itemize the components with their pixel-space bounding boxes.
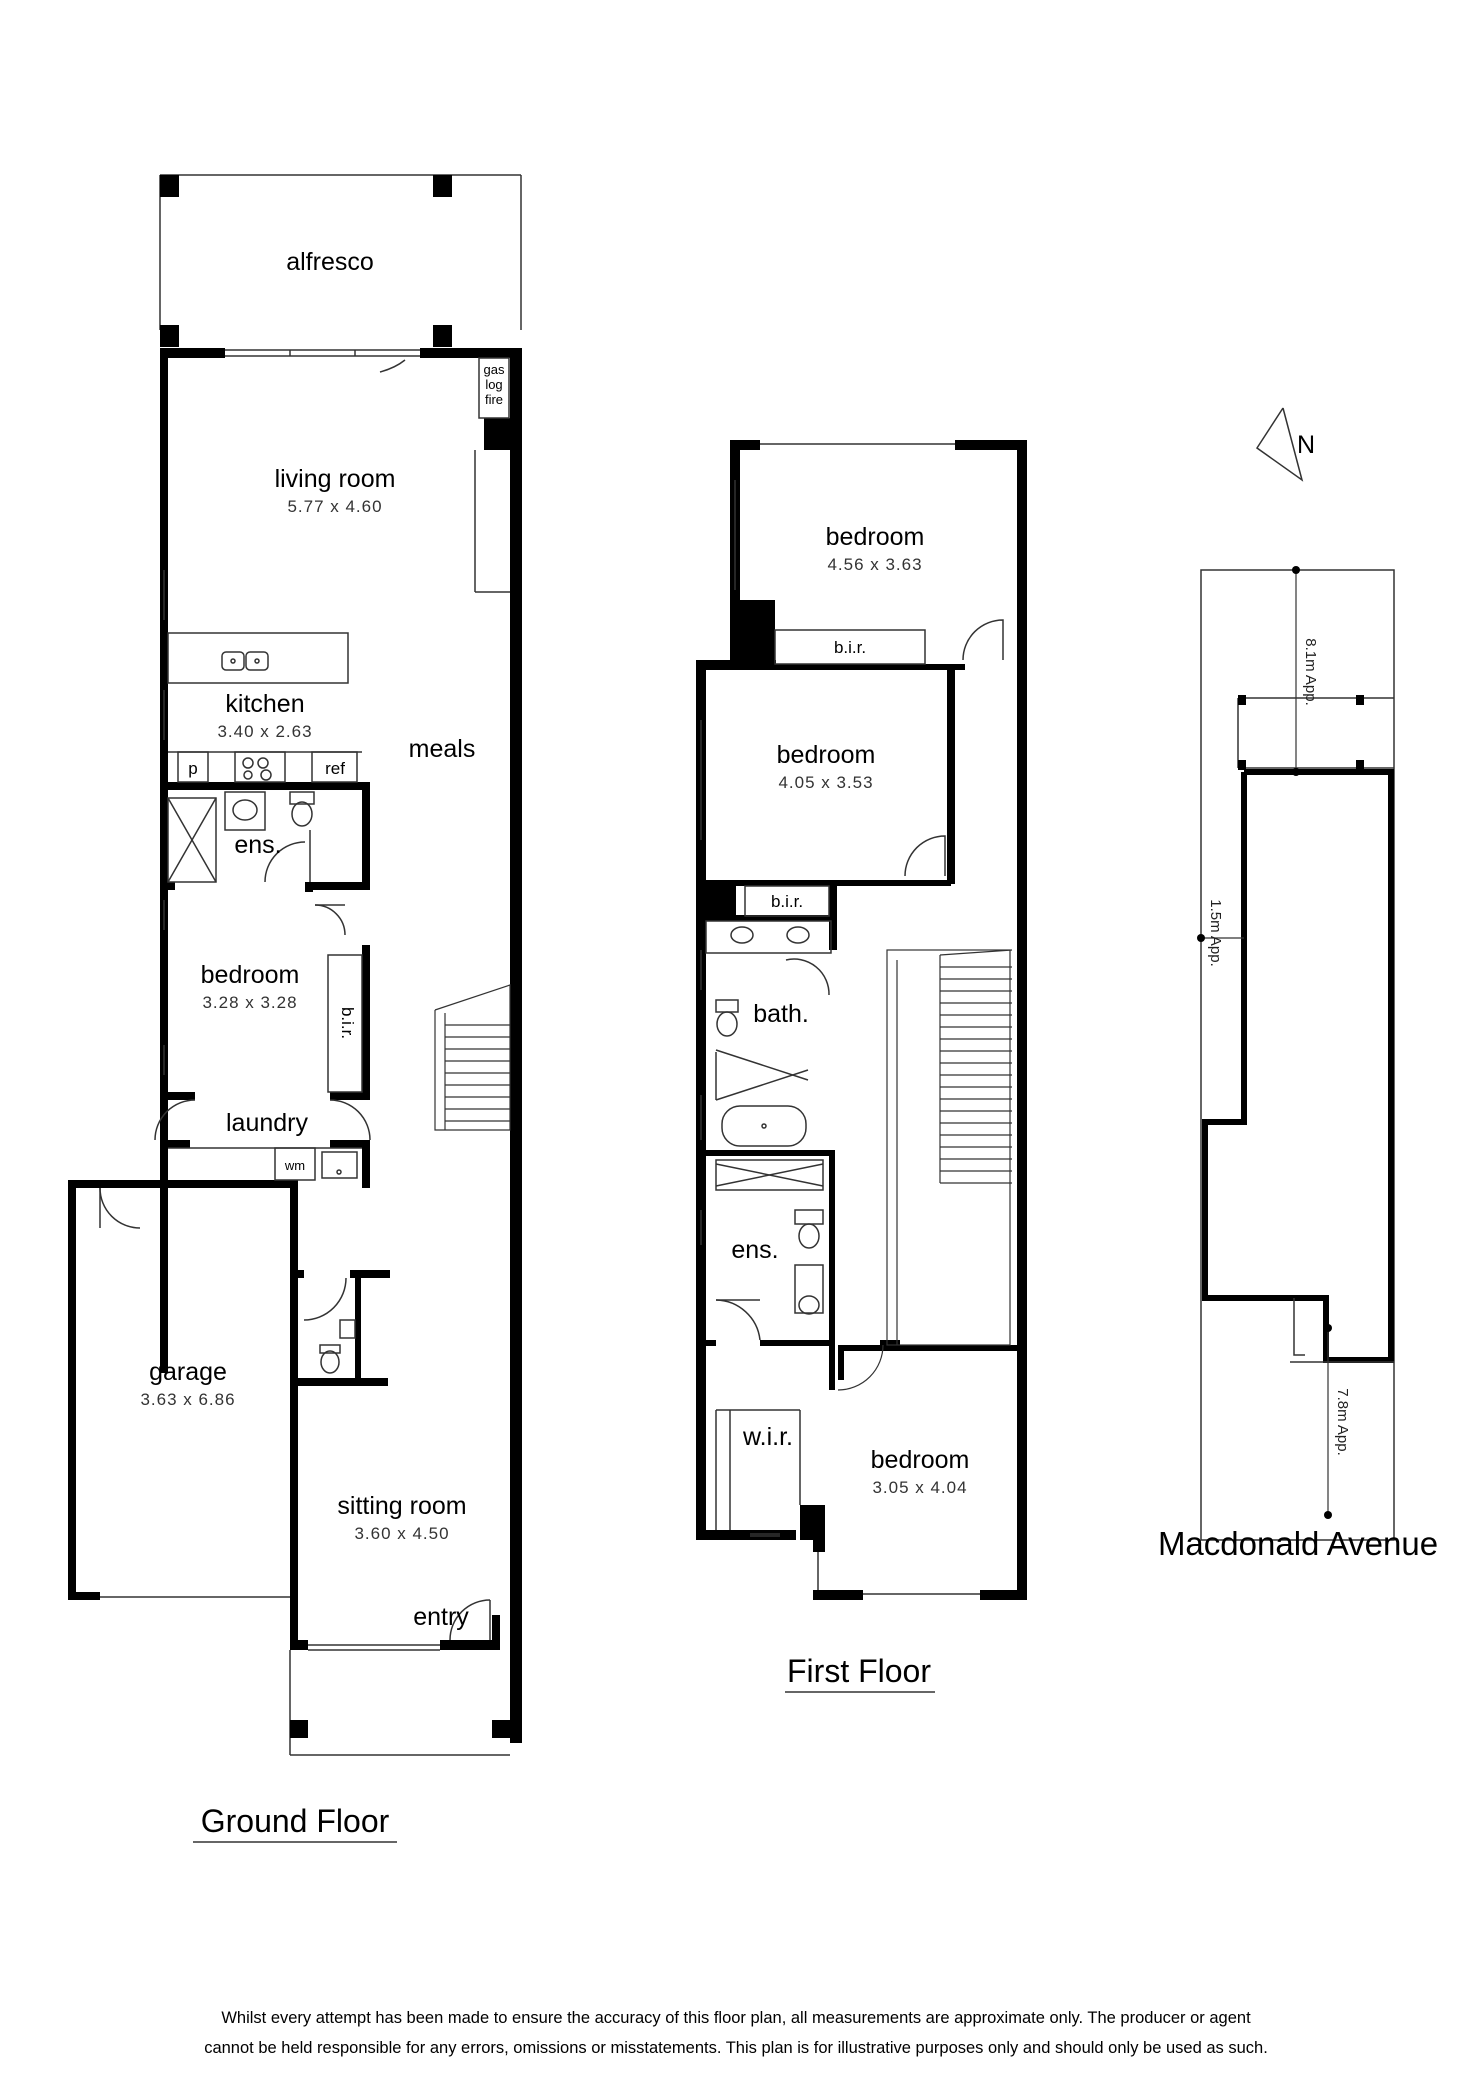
fire-label-log: log [485, 377, 502, 392]
first-bedroom1-wardrobe [774, 619, 1004, 665]
sitting-room-dims: 3.60 x 4.50 [354, 1524, 449, 1543]
garage-label: garage [149, 1358, 227, 1386]
garage-entry-door [99, 1187, 141, 1229]
laundry-label: laundry [226, 1109, 308, 1137]
laundry-fixtures: wm [154, 1099, 371, 1181]
first-bedroom1-label: bedroom [826, 523, 925, 551]
first-interior-walls [706, 664, 1018, 1390]
disclaimer: Whilst every attempt has been made to en… [204, 2009, 1268, 2057]
living-room-label: living room [275, 465, 396, 493]
site-rear-dim: 8.1m App. [1302, 638, 1319, 706]
ground-bedroom-label: bedroom [201, 961, 300, 989]
living-room-dims: 5.77 x 4.60 [287, 497, 382, 516]
site-front-step [1290, 1298, 1394, 1363]
fridge-label: ref [325, 759, 345, 778]
site-rear-posts [1238, 695, 1364, 770]
kitchen-island [167, 632, 349, 684]
first-ensuite-fixtures [715, 1159, 824, 1341]
alfresco-sliding-door [225, 349, 420, 373]
meals-label: meals [409, 735, 476, 763]
fire-label-gas: gas [484, 362, 505, 377]
ground-floor-plan: gas log fire [68, 174, 522, 1843]
front-entry [289, 1599, 510, 1756]
first-bedroom3-dims: 3.05 x 4.04 [872, 1478, 967, 1497]
north-arrow-icon [1255, 407, 1304, 482]
site-dimension-lines [1201, 570, 1329, 1515]
pantry-label: p [188, 759, 197, 778]
ground-bir-label: b.i.r. [338, 1007, 357, 1039]
kitchen-counter: p ref [168, 751, 362, 783]
site-boundary [1200, 569, 1395, 1541]
site-front-dim: 7.8m App. [1334, 1388, 1351, 1456]
ground-bedroom-dims: 3.28 x 3.28 [202, 993, 297, 1012]
wir-label: w.i.r. [742, 1423, 793, 1451]
gas-log-fire: gas log fire [474, 357, 510, 593]
first-ensuite-label: ens. [731, 1236, 778, 1264]
street-name: Macdonald Avenue [1158, 1525, 1438, 1562]
sitting-room-label: sitting room [337, 1492, 466, 1520]
garage-dims: 3.63 x 6.86 [140, 1390, 235, 1409]
site-dimension-ends [1197, 566, 1332, 1519]
first-bir1-label: b.i.r. [834, 638, 866, 657]
site-plan: N [1158, 407, 1438, 1562]
bath-label: bath. [753, 1000, 809, 1028]
ground-outer-walls [68, 348, 522, 1743]
alfresco-area [159, 174, 522, 330]
first-windows [700, 443, 980, 1595]
ground-ensuite-label: ens. [234, 831, 281, 859]
ground-bedroom-wardrobe: b.i.r. [314, 904, 363, 1093]
first-bedroom2-label: bedroom [777, 741, 876, 769]
first-bedroom2-door [744, 835, 946, 917]
first-stairs [837, 949, 1013, 1391]
first-bedroom2-dims: 4.05 x 3.53 [778, 773, 873, 792]
ground-ensuite-fixtures [167, 791, 315, 883]
washing-machine-label: wm [284, 1158, 305, 1173]
fire-label-fire: fire [485, 392, 503, 407]
powder-room [298, 1270, 390, 1386]
first-bir2-label: b.i.r. [771, 892, 803, 911]
disclaimer-line-2: cannot be held responsible for any error… [204, 2039, 1268, 2057]
walk-in-robe [715, 1409, 801, 1537]
ground-stairs [434, 984, 511, 1131]
site-house-footprint [1202, 769, 1394, 1363]
kitchen-label: kitchen [225, 690, 304, 718]
ground-floor-caption: Ground Floor [201, 1803, 390, 1839]
alfresco-label: alfresco [286, 248, 374, 276]
first-bedroom3-label: bedroom [871, 1446, 970, 1474]
first-bedroom1-dims: 4.56 x 3.63 [827, 555, 922, 574]
entry-label: entry [413, 1603, 469, 1631]
alfresco-posts [160, 175, 452, 347]
first-floor-plan: b.i.r. b.i.r. [696, 440, 1027, 1693]
first-floor-caption: First Floor [787, 1653, 931, 1689]
disclaimer-line-1: Whilst every attempt has been made to en… [221, 2009, 1251, 2027]
site-side-dim: 1.5m App. [1207, 899, 1224, 967]
kitchen-walls [160, 782, 370, 1188]
north-label: N [1297, 431, 1315, 459]
kitchen-dims: 3.40 x 2.63 [217, 722, 312, 741]
bathroom-fixtures [705, 920, 832, 1147]
